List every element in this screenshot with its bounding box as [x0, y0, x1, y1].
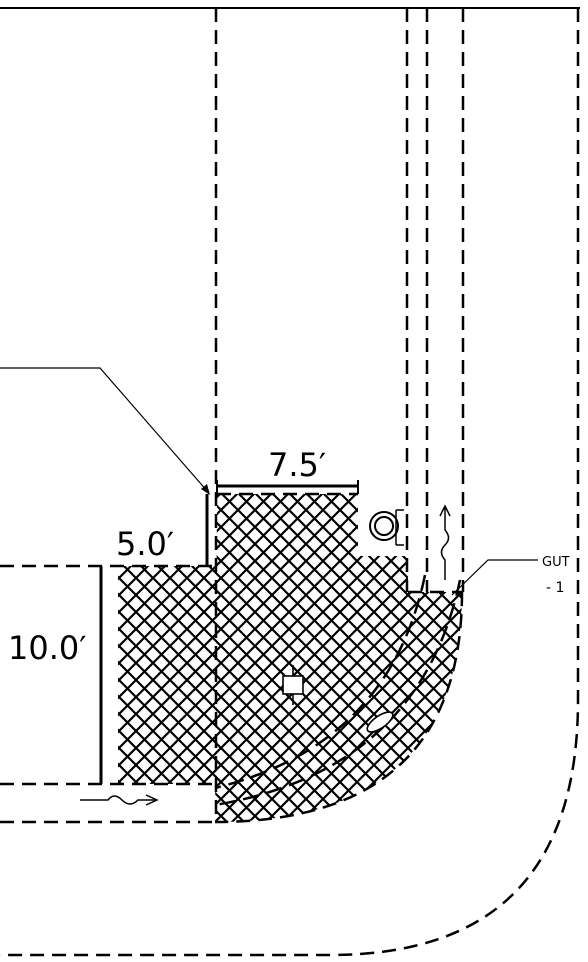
dimension-lower-height: 10.0′ — [8, 566, 103, 784]
gutter-callout-text-1: GUT — [542, 555, 570, 570]
vertical-dashed-lines — [214, 8, 465, 822]
leader-arrowhead — [201, 484, 210, 495]
ramp-marker-icon — [366, 711, 394, 733]
dimension-upper-height: 5.0′ — [116, 494, 209, 566]
sight-arc-2 — [214, 574, 427, 790]
dimension-top-width: 7.5′ — [216, 446, 359, 494]
dimension-label-top-width: 7.5′ — [268, 446, 326, 484]
leader-line — [0, 367, 209, 493]
survey-point-icon — [282, 665, 304, 705]
crosshatch-upper-block — [215, 494, 462, 822]
sight-arcs — [214, 574, 462, 807]
gutter-callout-text-2: - 1 — [546, 580, 564, 596]
gutter-callout-leader — [451, 559, 538, 596]
manhole-icon — [369, 511, 399, 541]
curb-return-inner — [214, 591, 464, 824]
flow-arrow-right-icon — [80, 794, 159, 806]
dimension-label-upper-height: 5.0′ — [116, 525, 174, 563]
inlet-symbol — [358, 508, 404, 554]
flow-arrow-up-icon — [439, 504, 451, 580]
sight-arc-1 — [214, 579, 462, 807]
crosshatch-pavement-area — [118, 494, 462, 822]
crosshatch-lower-block — [118, 566, 217, 784]
dimension-label-lower-height: 10.0′ — [8, 629, 87, 667]
horizontal-dashed-lines — [0, 8, 580, 957]
